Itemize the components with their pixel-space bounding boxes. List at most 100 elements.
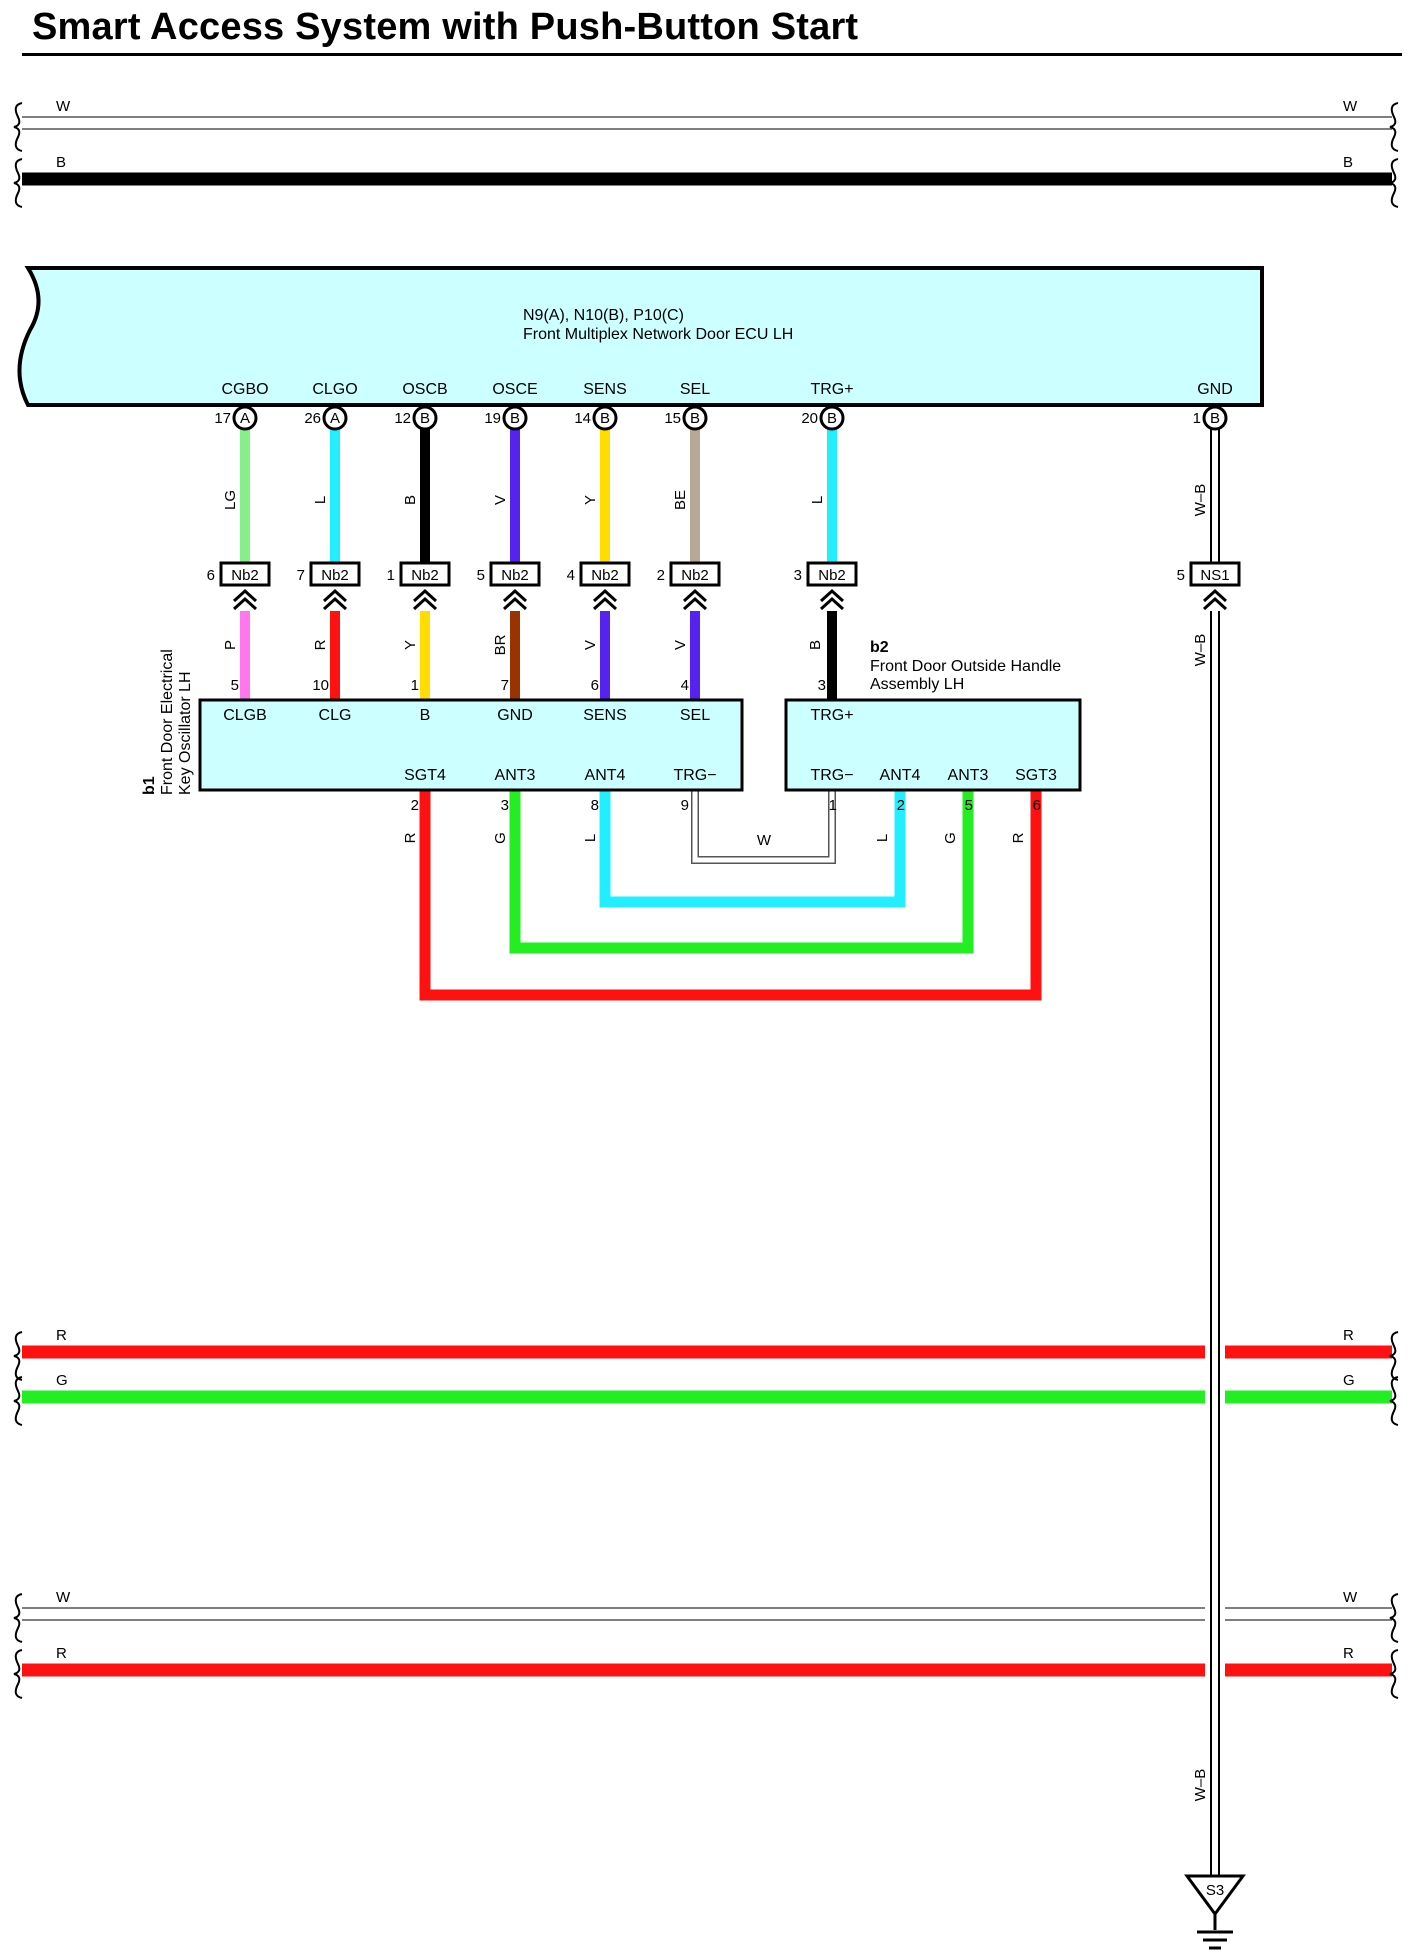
junction-box-1 xyxy=(309,561,361,587)
b1-bottom-pin-3: 9 xyxy=(681,797,689,814)
ecu-pin-1: 26 xyxy=(304,410,321,427)
ecu-wire-label-5: BE xyxy=(672,490,689,510)
junction-chevron-2 xyxy=(412,588,438,611)
bus-middle-label-left-1: G xyxy=(56,1372,68,1389)
ground-crossing-gap-2 xyxy=(1205,1605,1225,1623)
junction-chevron-7 xyxy=(1202,588,1228,611)
junction-box-3 xyxy=(489,561,541,587)
ground-crossing-gap-0 xyxy=(1205,1343,1225,1361)
bus-middle-label-right-0: R xyxy=(1343,1327,1354,1344)
connector-circle-4 xyxy=(592,405,618,431)
connector-letter-6: B xyxy=(827,410,837,427)
b1-top-signal-0: CLGB xyxy=(223,707,267,724)
junction-name-1: Nb2 xyxy=(321,567,349,584)
junction-name-4: Nb2 xyxy=(591,567,619,584)
bus-top-label-left-0: W xyxy=(56,98,71,115)
ground-triangle xyxy=(1184,1874,1246,1917)
loop-sgt xyxy=(419,790,1042,1001)
connector-circle-3 xyxy=(502,405,528,431)
bus-bottom-label-left-1: R xyxy=(56,1645,67,1662)
ecu-pin-7: 1 xyxy=(1193,410,1201,427)
connector-circle-6 xyxy=(819,405,845,431)
b1-bottom-signal-3: TRG− xyxy=(673,767,716,784)
bus-top-brace-right-0 xyxy=(1389,102,1399,152)
connector-letter-0: A xyxy=(240,410,250,427)
junction-name-5: Nb2 xyxy=(681,567,709,584)
connector-circle-1 xyxy=(322,405,348,431)
junction-box-2 xyxy=(399,561,451,587)
b1-wire-label-1: R xyxy=(312,639,329,650)
b2-code: b2 xyxy=(870,639,889,656)
b1-name-line1: Front Door Electrical xyxy=(159,649,176,795)
b2-bottom-pin-2: 5 xyxy=(965,797,973,814)
b1-top-pin-2: 1 xyxy=(411,677,419,694)
junction-pin-1: 7 xyxy=(297,567,305,584)
b1-top-pin-0: 5 xyxy=(231,677,239,694)
b1-bottom-signal-2: ANT4 xyxy=(585,767,626,784)
bus-bottom-brace-right-1 xyxy=(1389,1649,1399,1699)
b1-bottom-pin-0: 2 xyxy=(411,797,419,814)
junction-name-0: Nb2 xyxy=(231,567,259,584)
bus-middle-brace-right-1 xyxy=(1389,1376,1399,1426)
ecu-wire-label-2: B xyxy=(402,495,419,505)
junction-chevron-4 xyxy=(592,588,618,611)
b1-top-signal-3: GND xyxy=(497,707,533,724)
bus-bottom-brace-left-1 xyxy=(13,1649,23,1699)
ecu-signal-sens: SENS xyxy=(583,381,627,398)
ground-crossing-gap-1 xyxy=(1205,1388,1225,1406)
ecu-signal-sel: SEL xyxy=(680,381,710,398)
b2-name-line1: Front Door Outside Handle xyxy=(870,658,1061,675)
b2-bottom-pin-3: 6 xyxy=(1033,797,1041,814)
b1-top-signal-5: SEL xyxy=(680,707,710,724)
b1-top-signal-1: CLG xyxy=(319,707,352,724)
ecu-name: Front Multiplex Network Door ECU LH xyxy=(523,326,793,343)
junction-pin-0: 6 xyxy=(207,567,215,584)
bus-bottom-brace-right-0 xyxy=(1389,1593,1399,1643)
bus-middle-label-left-0: R xyxy=(56,1327,67,1344)
ecu-signal-trgplus: TRG+ xyxy=(810,381,853,398)
ground-wire-label-bottom: W–B xyxy=(1192,1769,1209,1802)
junction-pin-7: 5 xyxy=(1177,567,1185,584)
loop-trg-label: W xyxy=(757,832,772,849)
ecu-pin-3: 19 xyxy=(484,410,501,427)
wires xyxy=(240,429,1225,1880)
connector-letter-2: B xyxy=(420,410,430,427)
connector-letter-7: B xyxy=(1210,410,1220,427)
ecu-wire-label-1: L xyxy=(312,496,329,504)
b1-top-signal-2: B xyxy=(420,707,431,724)
bus-bottom-label-right-0: W xyxy=(1343,1589,1358,1606)
ecu-signal-osce: OSCE xyxy=(492,381,537,398)
b2-bottom-wire-label-3: R xyxy=(1010,832,1027,843)
bus-middle-brace-left-0 xyxy=(13,1331,23,1381)
ecu-pin-2: 12 xyxy=(394,410,411,427)
b2-top-pin-0: 3 xyxy=(818,677,826,694)
b1-code: b1 xyxy=(141,776,158,795)
bus-middle-brace-left-1 xyxy=(13,1376,23,1426)
bus-bottom-brace-left-0 xyxy=(13,1593,23,1643)
b1-box xyxy=(198,698,744,792)
ecu-signal-clgo: CLGO xyxy=(312,381,357,398)
bus-top-brace-right-1 xyxy=(1389,158,1399,208)
ecu-wire-label-4: Y xyxy=(582,495,599,505)
junction-name-3: Nb2 xyxy=(501,567,529,584)
bus-top-brace-left-1 xyxy=(13,158,23,208)
connector-letter-5: B xyxy=(690,410,700,427)
loop-ant3 xyxy=(509,790,974,954)
b2-name-line2: Assembly LH xyxy=(870,676,964,693)
bus-top-label-right-1: B xyxy=(1343,154,1353,171)
connector-letter-3: B xyxy=(510,410,520,427)
bus-bottom-label-right-1: R xyxy=(1343,1645,1354,1662)
ecu-pin-0: 17 xyxy=(214,410,231,427)
b1-top-pin-1: 10 xyxy=(312,677,329,694)
b2-wire-label-in: B xyxy=(807,640,824,650)
labels: N9(A), N10(B), P10(C)Front Multiplex Net… xyxy=(141,307,1233,1899)
junction-box-5 xyxy=(669,561,721,587)
junction-chevron-6 xyxy=(819,588,845,611)
ecu-wire-label-6: L xyxy=(809,496,826,504)
b1-wire-label-3: BR xyxy=(492,634,509,655)
junction-chevron-3 xyxy=(502,588,528,611)
b1-bottom-wire-label-0: R xyxy=(402,832,419,843)
b1-bottom-pin-1: 3 xyxy=(501,797,509,814)
connector-circle-0 xyxy=(232,405,258,431)
